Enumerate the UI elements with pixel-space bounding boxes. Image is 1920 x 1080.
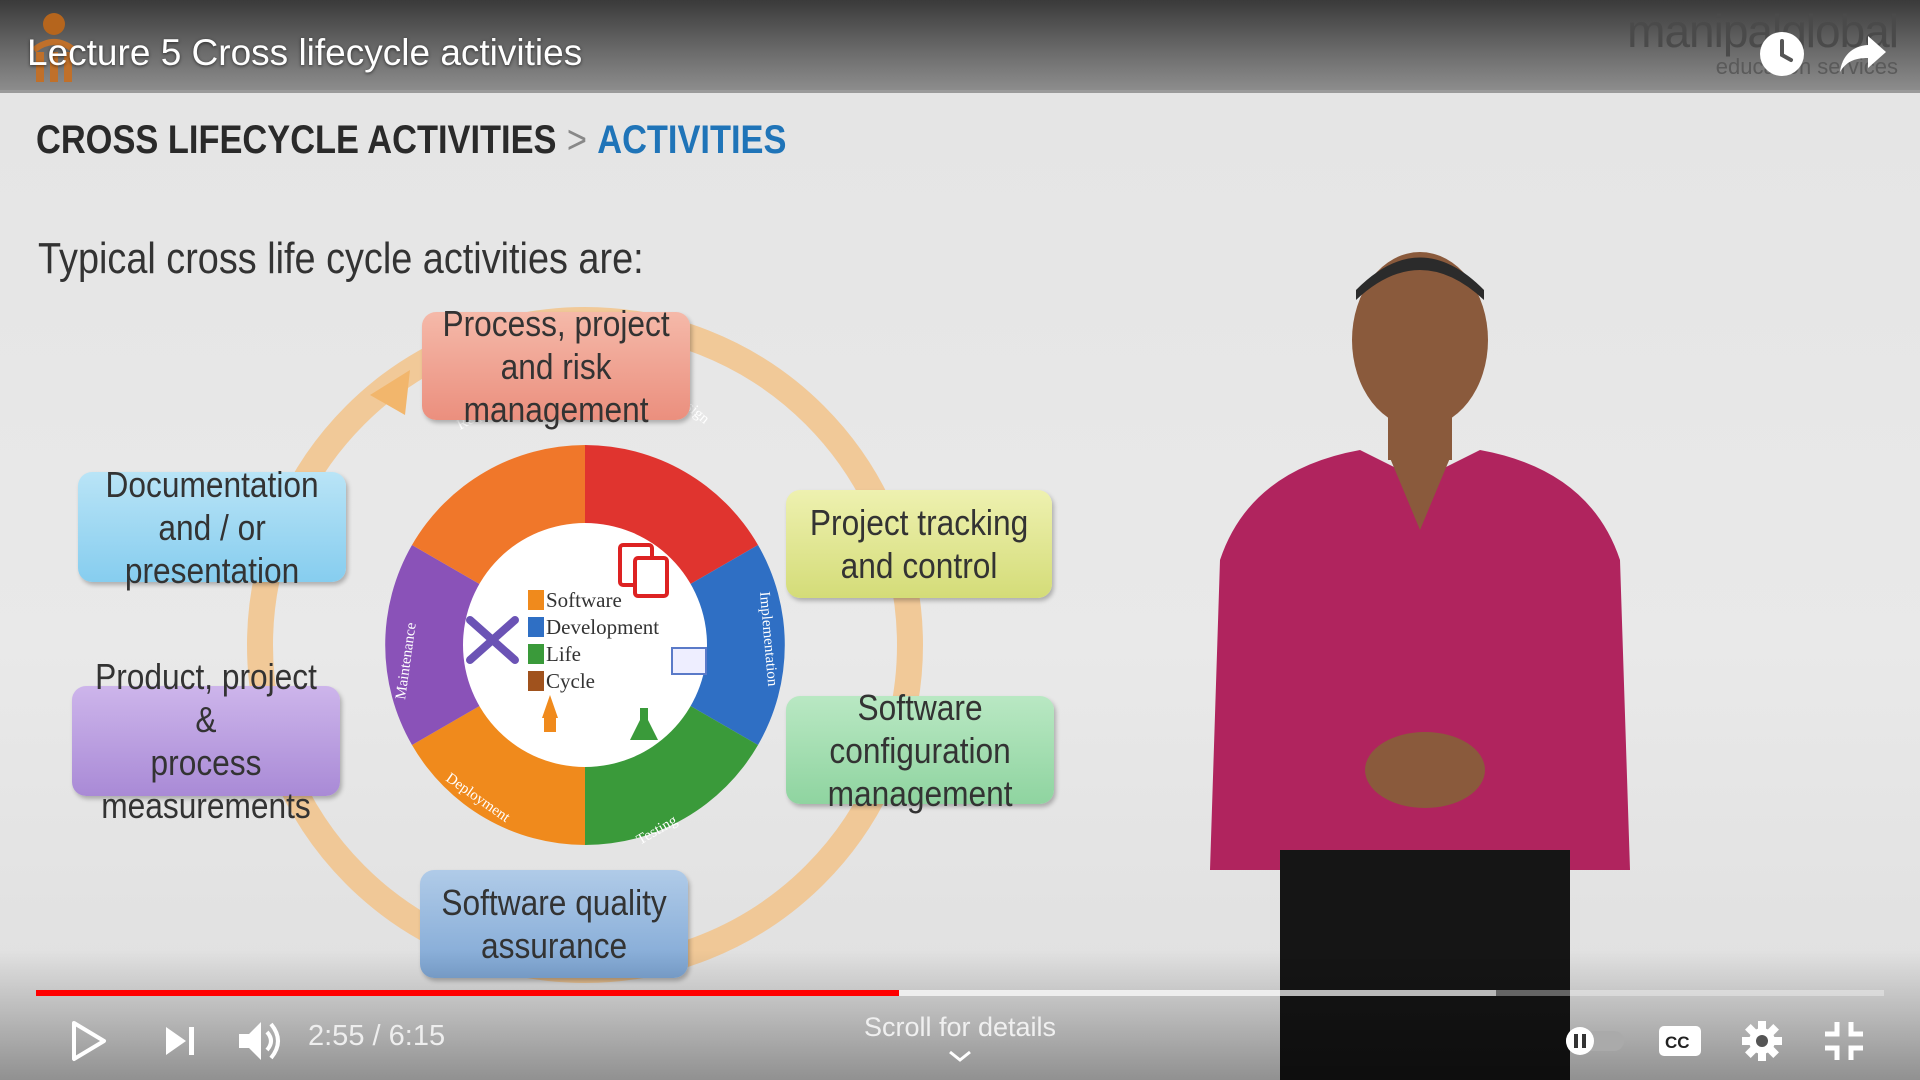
volume-button[interactable] — [232, 1013, 288, 1069]
sdlc-line-1: Software — [546, 588, 622, 612]
segment-design — [585, 445, 758, 586]
next-button[interactable] — [152, 1013, 208, 1069]
box-configuration-management: Software configuration management — [786, 687, 1054, 814]
play-icon — [72, 1021, 106, 1061]
closed-captions-icon: CC — [1659, 1026, 1701, 1056]
box-process-risk-management: Process, project and risk management — [422, 303, 690, 430]
captions-button[interactable]: CC — [1652, 1013, 1708, 1069]
cross-lifecycle-diagram: Requirement Analysis Design Implementati… — [60, 300, 1130, 1010]
share-arrow-icon — [1840, 36, 1886, 72]
duration: 6:15 — [388, 1020, 446, 1052]
box-documentation: Documentation and / or presentation — [78, 464, 346, 591]
sdlc-line-3: Life — [546, 642, 581, 666]
segment-deployment — [412, 704, 585, 845]
video-title[interactable]: Lecture 5 Cross lifecycle activities — [27, 32, 583, 73]
manipal-emblem-icon — [32, 13, 76, 82]
settings-button[interactable] — [1734, 1013, 1790, 1069]
exit-fullscreen-icon — [1825, 1022, 1863, 1060]
share-button[interactable] — [1838, 30, 1886, 78]
cycle-arrowhead-icon — [370, 370, 410, 415]
box-documentation-label: Documentation and / or presentation — [105, 463, 319, 591]
chevron-down-icon[interactable] — [946, 1048, 974, 1064]
svg-text:CC: CC — [1665, 1033, 1690, 1052]
box-measurements-label: Product, project & process measurements — [95, 656, 317, 826]
time-separator: / — [372, 1020, 381, 1052]
box-quality-label: Software quality assurance — [441, 882, 667, 966]
tools-icon — [466, 616, 519, 664]
volume-icon — [239, 1022, 280, 1060]
segment-requirement-analysis — [412, 445, 585, 586]
progress-bar[interactable] — [36, 990, 1884, 996]
box-project-tracking: Project tracking and control — [786, 490, 1052, 598]
current-time: 2:55 — [308, 1020, 365, 1052]
breadcrumb-current: ACTIVITIES — [597, 118, 787, 162]
sdlc-line-4: Cycle — [546, 669, 595, 693]
box-process-label: Process, project and risk management — [442, 302, 670, 430]
time-display: 2:55 / 6:15 — [308, 1020, 445, 1053]
documents-icon — [618, 543, 669, 598]
gear-icon — [1742, 1021, 1782, 1061]
slide-header — [0, 0, 1920, 92]
box-measurements: Product, project & process measurements — [72, 656, 340, 826]
box-quality-assurance: Software quality assurance — [420, 870, 688, 978]
breadcrumb: CROSS LIFECYCLE ACTIVITIES>ACTIVITIES — [36, 118, 786, 163]
breadcrumb-separator: > — [566, 118, 587, 162]
progress-played — [36, 990, 899, 996]
clock-icon — [1760, 32, 1804, 76]
autoplay-toggle[interactable] — [1560, 1013, 1630, 1069]
document-small-icon — [671, 647, 707, 675]
play-button[interactable] — [60, 1013, 116, 1069]
box-tracking-label: Project tracking and control — [809, 502, 1029, 586]
presenter-figure — [1210, 252, 1630, 1080]
segment-implementation — [687, 545, 785, 745]
exit-fullscreen-button[interactable] — [1816, 1013, 1872, 1069]
slide-header-line — [0, 90, 1920, 93]
flask-icon — [630, 708, 658, 740]
segment-testing — [585, 704, 758, 845]
slide-intro-text: Typical cross life cycle activities are: — [38, 234, 644, 283]
autoplay-toggle-icon — [1566, 1027, 1624, 1055]
box-config-label: Software configuration management — [827, 686, 1013, 814]
breadcrumb-section: CROSS LIFECYCLE ACTIVITIES — [36, 118, 557, 162]
scroll-for-details[interactable]: Scroll for details — [863, 1012, 1057, 1042]
rocket-icon — [542, 695, 558, 732]
sdlc-line-2: Development — [546, 615, 659, 639]
watch-later-button[interactable] — [1758, 30, 1806, 78]
skip-next-icon — [166, 1027, 194, 1055]
segment-maintenance — [385, 545, 483, 745]
